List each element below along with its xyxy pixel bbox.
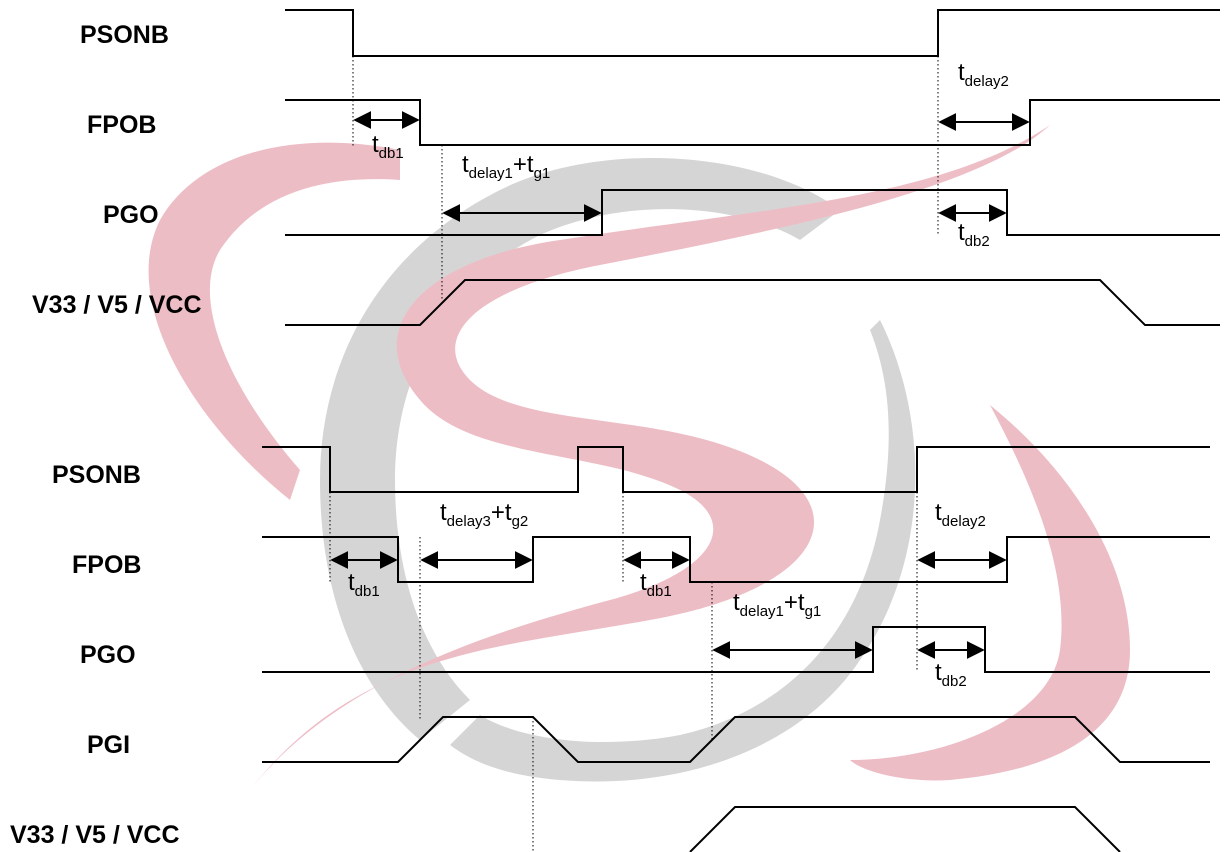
watermark-pink-arc-left: [148, 142, 400, 500]
waveform-psonb-1: [285, 9, 1220, 57]
watermark-gray-ring-2: [450, 320, 916, 782]
watermark-pink-swoosh: [250, 125, 1050, 790]
watermark-pink-arc-right: [850, 405, 1130, 781]
signal-label-vcc-2: V33 / V5 / VCC: [10, 821, 180, 849]
watermark-logo: [148, 125, 1130, 790]
timing-label-tdb2: tdb2: [935, 659, 967, 690]
waveform-fpob-1: [285, 99, 1220, 146]
waveform-pgo-1: [285, 189, 1220, 236]
timing-label-tdelay3-tg2: tdelay3+tg2: [440, 499, 528, 530]
waveform-psonb-2: [262, 446, 1210, 493]
timing-label-tdb1: tdb1: [372, 131, 404, 162]
timing-label-tdb1: tdb1: [348, 569, 380, 600]
waveform-pgi-2: [262, 716, 1210, 763]
waveform-fpob-2: [262, 536, 1210, 583]
signal-label-vcc-1: V33 / V5 / VCC: [32, 291, 202, 319]
signal-label-fpob-1: FPOB: [87, 111, 156, 139]
timing-label-tdb2: tdb2: [958, 219, 990, 250]
signal-label-psonb-1: PSONB: [80, 21, 169, 49]
signal-label-fpob-2: FPOB: [72, 551, 141, 579]
signal-label-pgo-1: PGO: [103, 201, 159, 229]
signal-label-pgi-2: PGI: [87, 731, 130, 759]
diagram-2: PSONB FPOB PGO PGI V33 / V5 / VCC tdelay…: [10, 446, 1210, 852]
signal-label-psonb-2: PSONB: [52, 461, 141, 489]
diagram-1: PSONB FPOB PGO V33 / V5 / VCC tdb1 tdela…: [32, 9, 1220, 326]
timing-label-tdelay1-tg1: tdelay1+tg1: [462, 151, 550, 182]
waveform-vcc-1: [285, 279, 1220, 326]
signal-label-pgo-2: PGO: [80, 641, 136, 669]
timing-label-tdb1: tdb1: [640, 569, 672, 600]
timing-label-tdelay2: tdelay2: [958, 59, 1009, 90]
timing-label-tdelay1-tg1: tdelay1+tg1: [733, 589, 821, 620]
waveform-pgo-2: [262, 626, 1210, 673]
timing-label-tdelay2: tdelay2: [935, 499, 986, 530]
waveform-vcc-2: [689, 806, 1121, 852]
